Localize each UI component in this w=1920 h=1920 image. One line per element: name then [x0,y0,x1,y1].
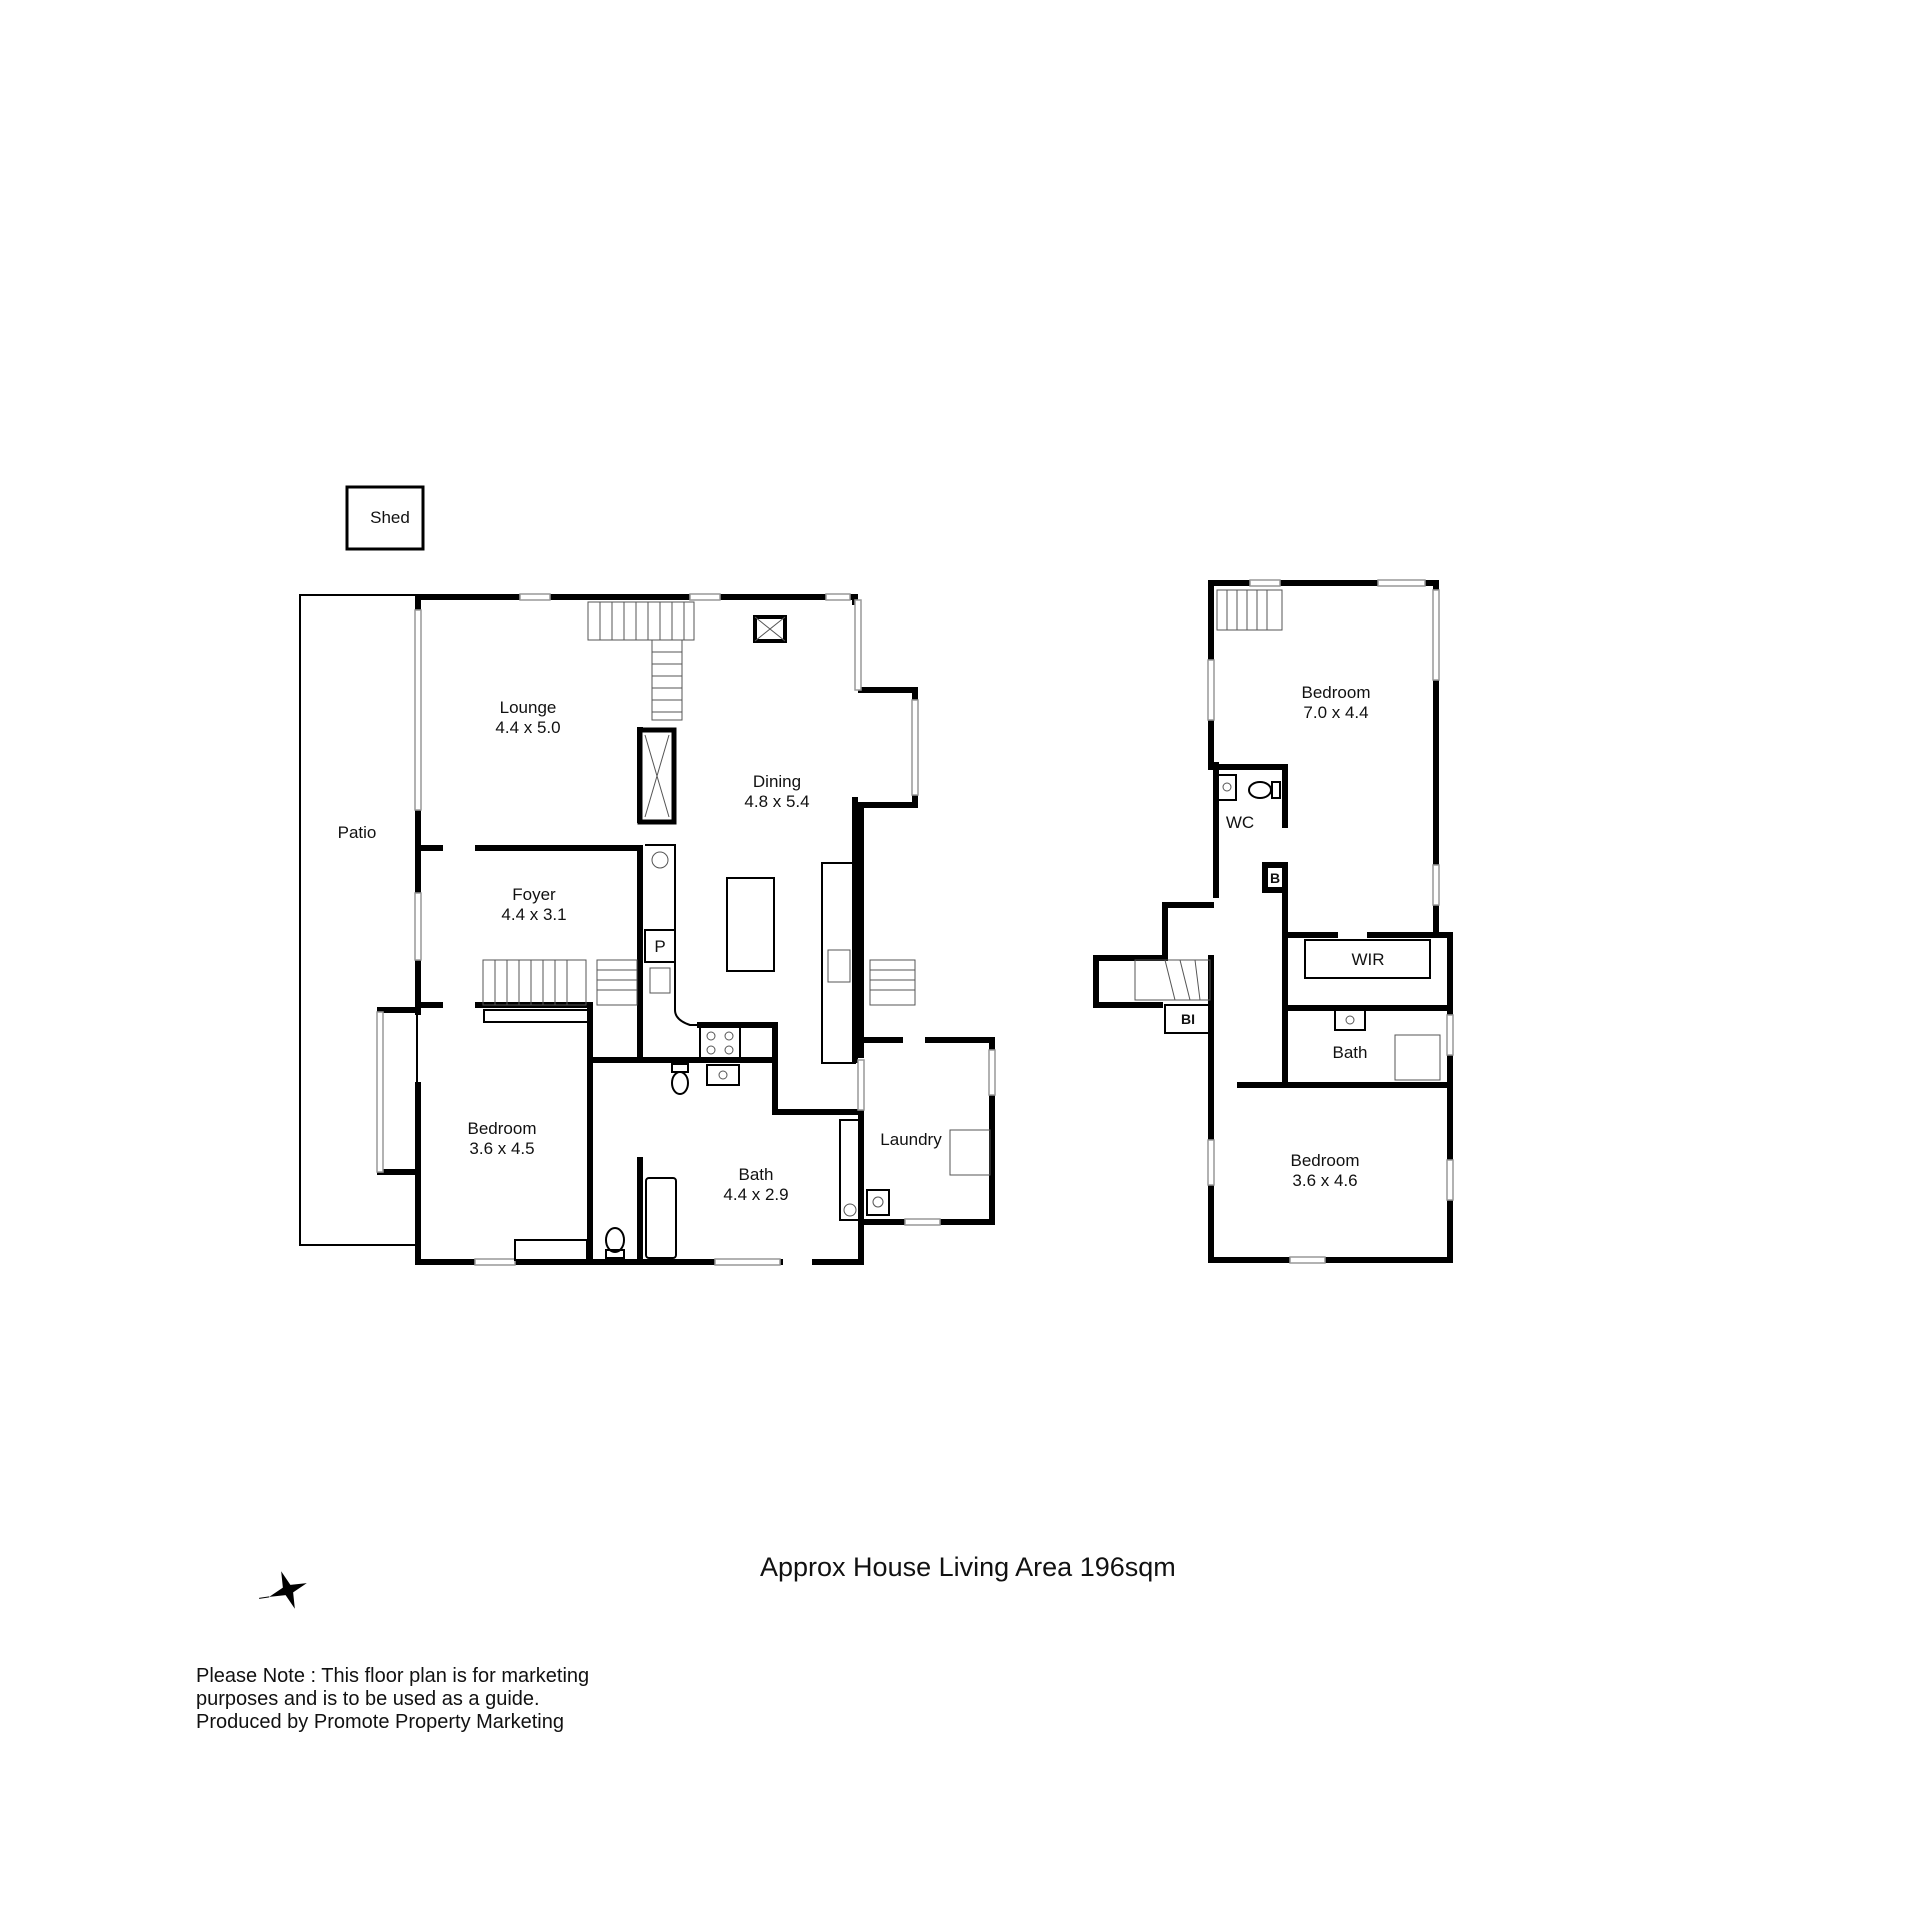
shed-label: Shed [370,508,410,527]
disclaimer-note: Please Note : This floor plan is for mar… [196,1665,756,1734]
foyer-size: 4.4 x 3.1 [501,905,566,924]
toilet-icon [1248,781,1281,799]
note-line-2: purposes and is to be used as a guide. [196,1688,540,1710]
patio-label: Patio [338,823,377,842]
ground-floor-fixtures: P [482,601,991,1261]
upper-floor-labels: Bedroom 7.0 x 4.4 WC B WIR BI Bath Bedro… [1181,683,1385,1190]
dining-name: Dining [753,772,801,791]
patio: Patio [299,594,418,1246]
note-line-1: Please Note : This floor plan is for mar… [196,1665,590,1687]
shed: Shed [345,485,425,551]
upper-bedroom-name: Bedroom [1302,683,1371,702]
pantry-label: P [654,937,665,956]
ground-floor-walls [377,594,995,1265]
upper-bath-label: Bath [1333,1043,1368,1062]
upper-floor-fixtures [1134,589,1441,1081]
lounge-size: 4.4 x 5.0 [495,718,560,737]
ground-floor-windows [376,593,996,1266]
upper-bedroom-size: 7.0 x 4.4 [1303,703,1368,722]
sink-icon [866,1129,991,1216]
toilet-icon [605,1227,625,1259]
note-line-3: Produced by Promote Property Marketing [196,1711,564,1733]
bath-name: Bath [739,1165,774,1184]
bi-label: BI [1181,1011,1195,1027]
laundry-label: Laundry [880,1130,942,1149]
b-cupboard-label: B [1270,870,1280,886]
stairs-icon [587,601,695,721]
foyer-name: Foyer [512,885,556,904]
dining-size: 4.8 x 5.4 [744,792,809,811]
stairs-icon [869,959,916,1006]
toilet-icon [671,1063,689,1095]
bath-size: 4.4 x 2.9 [723,1185,788,1204]
area-title: Approx House Living Area 196sqm [760,1552,1176,1582]
bedroom-name: Bedroom [468,1119,537,1138]
upper-floor-windows [1207,579,1454,1264]
sink-icon [1334,1009,1366,1031]
wc-label: WC [1226,813,1254,832]
stairs-icon [482,959,638,1006]
cooktop-icon [699,1024,741,1061]
compass-icon [259,1571,307,1609]
sink-icon [706,1064,740,1086]
upper-bedroom2-size: 3.6 x 4.6 [1292,1171,1357,1190]
shower-icon [1394,1034,1441,1081]
stairs-icon [1216,589,1283,631]
upper-floor-walls [1093,580,1453,1263]
bathtub-icon [645,1177,677,1259]
sink-icon [1217,774,1237,801]
ground-floor-labels: Lounge 4.4 x 5.0 Dining 4.8 x 5.4 Foyer … [468,698,943,1204]
stairs-icon [1134,959,1211,1001]
upper-bedroom2-name: Bedroom [1291,1151,1360,1170]
wir-label: WIR [1351,950,1384,969]
lounge-name: Lounge [500,698,557,717]
bedroom-size: 3.6 x 4.5 [469,1139,534,1158]
